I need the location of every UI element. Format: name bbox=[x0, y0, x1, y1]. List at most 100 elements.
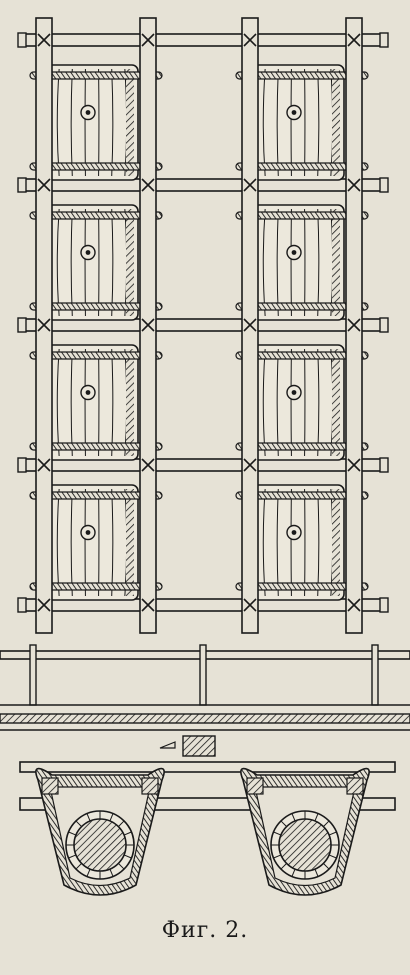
rope-band bbox=[235, 302, 369, 311]
barrel-shade bbox=[126, 349, 134, 456]
crossbar-end bbox=[379, 597, 389, 613]
bung-hole-center bbox=[85, 250, 91, 255]
rope-band bbox=[235, 71, 369, 80]
rail-post bbox=[371, 644, 379, 706]
rope-band bbox=[235, 582, 369, 591]
wedge bbox=[159, 741, 176, 749]
bung-hole-center bbox=[85, 530, 91, 535]
barrel-shade bbox=[126, 209, 134, 316]
crossbar-end bbox=[379, 457, 389, 473]
lashing bbox=[347, 458, 361, 472]
barrel-stave-end bbox=[109, 813, 114, 822]
barrel-stave-end bbox=[75, 820, 82, 827]
raft-drawing bbox=[0, 17, 410, 896]
bung-hole-center bbox=[291, 250, 297, 255]
barrel-stave-end bbox=[123, 854, 132, 859]
lashing bbox=[141, 33, 155, 47]
rope-band bbox=[29, 491, 163, 500]
barrel-stave-end bbox=[328, 831, 337, 836]
barrel-stave-end bbox=[273, 854, 282, 859]
lashing bbox=[243, 178, 257, 192]
sling-block bbox=[41, 777, 59, 795]
lashing bbox=[37, 318, 51, 332]
sling-block bbox=[141, 777, 159, 795]
lashing bbox=[37, 178, 51, 192]
rope-band bbox=[235, 491, 369, 500]
lashing bbox=[243, 33, 257, 47]
barrel-stave-end bbox=[314, 813, 319, 822]
lashing bbox=[243, 598, 257, 612]
barrel-stave-end bbox=[86, 813, 91, 822]
figure-caption: Фиг. 2. bbox=[161, 918, 249, 943]
barrel-stave-end bbox=[314, 868, 319, 877]
rope-band bbox=[235, 351, 369, 360]
deck-plank bbox=[0, 713, 410, 724]
rope-band bbox=[29, 71, 163, 80]
barrel-stave-end bbox=[75, 863, 82, 870]
rope-band bbox=[29, 442, 163, 451]
barrel-stave-end bbox=[68, 854, 77, 859]
barrel-stave-end bbox=[86, 868, 91, 877]
sling-block bbox=[246, 777, 264, 795]
cross-section-view bbox=[0, 644, 410, 896]
crossbar-end bbox=[379, 32, 389, 48]
rope-band bbox=[29, 162, 163, 171]
rope-band bbox=[29, 302, 163, 311]
bung-hole-center bbox=[291, 530, 297, 535]
lashing bbox=[243, 458, 257, 472]
crossbar-end bbox=[379, 317, 389, 333]
barrel-stave-end bbox=[323, 863, 330, 870]
rope-band bbox=[29, 582, 163, 591]
rope-band bbox=[235, 442, 369, 451]
barrel-stave-end bbox=[118, 820, 125, 827]
barrel-shade bbox=[332, 209, 340, 316]
center-block bbox=[182, 735, 216, 757]
barrel-shade bbox=[332, 349, 340, 456]
lashing bbox=[347, 598, 361, 612]
barrel-head bbox=[73, 818, 127, 872]
barrel-stave-end bbox=[273, 831, 282, 836]
rope-band bbox=[29, 351, 163, 360]
barrel-stave-end bbox=[68, 831, 77, 836]
sling-block bbox=[346, 777, 364, 795]
bung-hole-center bbox=[291, 110, 297, 115]
barrel-stave-end bbox=[118, 863, 125, 870]
rail-post bbox=[199, 644, 207, 706]
bung-hole-center bbox=[85, 390, 91, 395]
bung-hole-center bbox=[85, 110, 91, 115]
crossbar-end bbox=[17, 32, 27, 48]
rope-band bbox=[235, 211, 369, 220]
barrel-head bbox=[278, 818, 332, 872]
lower-beam bbox=[19, 761, 396, 773]
rope-band bbox=[29, 211, 163, 220]
barrel-stave-end bbox=[123, 831, 132, 836]
bung-hole-center bbox=[291, 390, 297, 395]
barrel-shade bbox=[332, 69, 340, 176]
crossbar-end bbox=[17, 457, 27, 473]
lashing bbox=[37, 458, 51, 472]
lashing bbox=[243, 318, 257, 332]
lashing bbox=[347, 318, 361, 332]
lashing bbox=[347, 33, 361, 47]
crossbar-end bbox=[17, 597, 27, 613]
lashing bbox=[141, 598, 155, 612]
barrel-stave-end bbox=[291, 813, 296, 822]
plan-view bbox=[17, 17, 389, 634]
lashing bbox=[37, 33, 51, 47]
barrel-stave-end bbox=[328, 854, 337, 859]
barrel-shade bbox=[126, 69, 134, 176]
lashing bbox=[37, 598, 51, 612]
crossbar-end bbox=[379, 177, 389, 193]
barrel-stave-end bbox=[280, 863, 287, 870]
crossbar-end bbox=[17, 177, 27, 193]
crossbar bbox=[19, 33, 387, 47]
rail-post bbox=[29, 644, 37, 706]
barrel-shade bbox=[332, 489, 340, 596]
rope-band bbox=[235, 162, 369, 171]
crossbar bbox=[19, 178, 387, 192]
barrel-stave-end bbox=[280, 820, 287, 827]
lashing bbox=[141, 178, 155, 192]
barrel-stave-end bbox=[109, 868, 114, 877]
barrel-stave-end bbox=[291, 868, 296, 877]
